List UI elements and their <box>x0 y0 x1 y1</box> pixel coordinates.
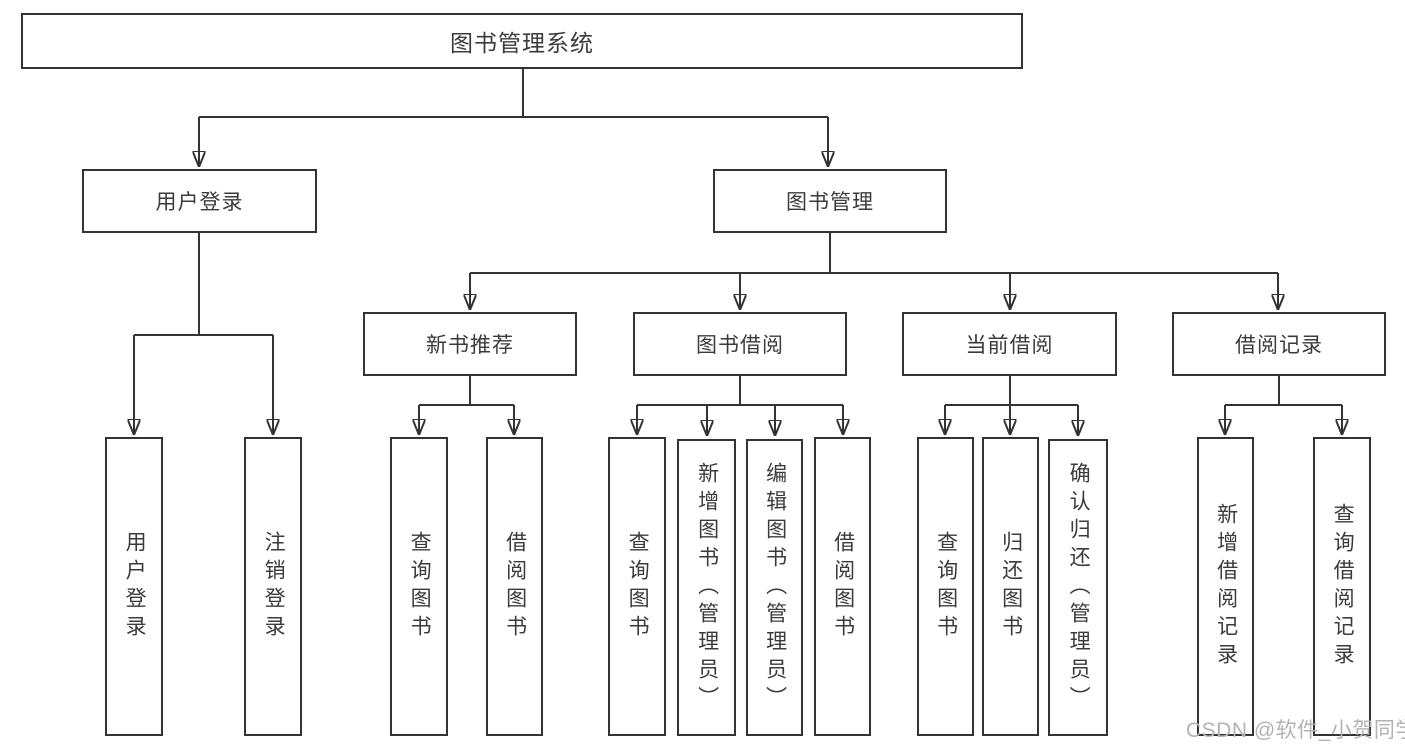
leaf-nb-query-books: 查询图书 <box>390 437 448 736</box>
leaf-user-login: 用户登录 <box>105 437 163 736</box>
connector-user-login-to-leaves <box>134 233 273 434</box>
leaf-cb-return-books: 归还图书 <box>982 437 1039 736</box>
node-new-book-recommend: 新书推荐 <box>363 312 577 376</box>
leaf-cb-query-books-label: 查询图书 <box>934 530 958 643</box>
leaf-cb-confirm-return-admin-label: 确认归还（管理员） <box>1067 461 1091 714</box>
leaf-cb-confirm-return-admin: 确认归还（管理员） <box>1048 439 1108 736</box>
node-current-borrowing: 当前借阅 <box>902 312 1117 376</box>
leaf-nb-borrow-books-label: 借阅图书 <box>503 530 527 643</box>
node-borrowing-records: 借阅记录 <box>1172 312 1386 376</box>
node-user-login-branch-label: 用户登录 <box>155 191 244 214</box>
leaf-cb-query-books: 查询图书 <box>917 437 974 736</box>
node-book-management-label: 图书管理 <box>786 191 874 214</box>
leaf-nb-borrow-books: 借阅图书 <box>486 437 543 736</box>
leaf-br-add-record-label: 新增借阅记录 <box>1214 502 1238 671</box>
node-new-book-recommend-label: 新书推荐 <box>426 334 514 357</box>
node-user-login-branch: 用户登录 <box>82 169 317 233</box>
connector-book-management-to-level3 <box>470 233 1278 309</box>
leaf-bb-add-books-admin-label: 新增图书（管理员） <box>695 461 719 714</box>
leaf-br-query-record: 查询借阅记录 <box>1313 437 1371 736</box>
node-borrowing-records-label: 借阅记录 <box>1235 334 1323 357</box>
connector-root-to-level2 <box>199 69 828 166</box>
leaf-bb-borrow-books: 借阅图书 <box>814 437 871 736</box>
leaf-br-add-record: 新增借阅记录 <box>1197 437 1254 736</box>
leaf-bb-add-books-admin: 新增图书（管理员） <box>677 439 736 736</box>
leaf-bb-edit-books-admin: 编辑图书（管理员） <box>746 439 803 736</box>
node-current-borrowing-label: 当前借阅 <box>965 334 1054 357</box>
leaf-user-login-label: 用户登录 <box>123 530 147 643</box>
leaf-cb-return-books-label: 归还图书 <box>999 530 1023 643</box>
node-book-management: 图书管理 <box>713 169 947 233</box>
connector-book-borrowing-to-leaves <box>637 376 843 435</box>
connector-borrowing-records-to-leaves <box>1225 376 1342 434</box>
connector-current-borrowing-to-leaves <box>945 376 1078 435</box>
leaf-bb-edit-books-admin-label: 编辑图书（管理员） <box>763 461 787 714</box>
leaf-logout-login-label: 注销登录 <box>262 530 286 643</box>
leaf-bb-query-books-label: 查询图书 <box>626 530 650 643</box>
node-book-borrowing-label: 图书借阅 <box>696 334 784 357</box>
csdn-watermark: CSDN @软件_小贺同学 <box>1186 719 1405 742</box>
leaf-bb-query-books: 查询图书 <box>608 437 666 736</box>
leaf-nb-query-books-label: 查询图书 <box>408 530 432 643</box>
leaf-logout-login: 注销登录 <box>244 437 302 736</box>
node-book-borrowing: 图书借阅 <box>633 312 847 376</box>
leaf-bb-borrow-books-label: 借阅图书 <box>831 530 855 643</box>
leaf-br-query-record-label: 查询借阅记录 <box>1331 502 1355 671</box>
connector-new-book-recommend-to-leaves <box>419 376 514 434</box>
node-root-system-label: 图书管理系统 <box>450 30 594 56</box>
node-root-system: 图书管理系统 <box>21 13 1023 69</box>
